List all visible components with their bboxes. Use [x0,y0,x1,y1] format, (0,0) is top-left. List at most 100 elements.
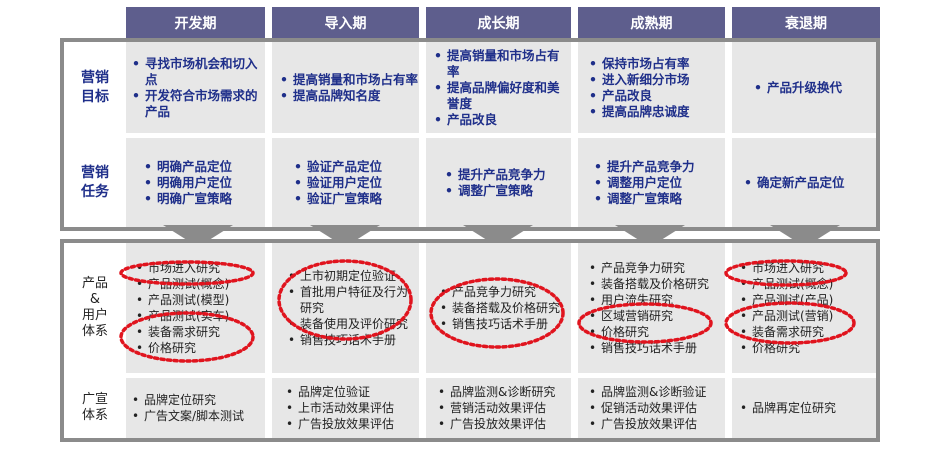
list-item: 调整用户定位 [592,175,725,191]
ad-cell-mature: 品牌监测&诊断验证 促销活动效果评估 广告投放效果评估 [587,378,723,438]
list-item: 品牌定位研究 [130,392,264,408]
row-label-marketing-task: 营销 任务 [81,164,109,200]
arrow-down-icon [615,225,685,247]
task-cell-intro: 验证产品定位 验证用户定位 验证广宣策略 [292,138,418,227]
stage-header-label: 成熟期 [630,15,673,32]
ad-cell-decline: 品牌再定位研究 [738,378,874,438]
goal-cell-dev: 寻找市场机会和切入点 开发符合市场需求的产品 [130,42,263,133]
list-item: 上市活动效果评估 [284,400,416,416]
list-item: 产品改良 [432,112,570,128]
list-item: 装备需求研究 [134,324,264,340]
list-item: 产品测试(概念) [738,276,874,292]
arrow-down-icon [310,225,380,247]
goal-cell-growth: 提高销量和市场占有率 提高品牌偏好度和美誉度 产品改良 [432,42,570,133]
list-item: 用户流失研究 [587,292,721,308]
row-label-marketing-goal: 营销 目标 [81,69,109,105]
stage-header-mature: 成熟期 [578,7,725,38]
list-item: 价格研究 [587,324,721,340]
list-item: 产品测试(营销) [738,308,874,324]
list-item: 产品改良 [587,88,725,104]
list-item: 明确用户定位 [142,175,263,191]
list-item: 装备使用及评价研究 [286,316,414,332]
list-item: 进入新细分市场 [587,72,725,88]
list-item: 调整广宣策略 [592,191,725,207]
list-item: 品牌监测&诊断验证 [587,384,723,400]
ad-cell-dev: 品牌定位研究 广告文案/脚本测试 [130,378,264,438]
stage-header-intro: 导入期 [272,7,419,38]
goal-cell-intro: 提高销量和市场占有率 提高品牌知名度 [278,42,418,133]
list-item: 首批用户特征及行为研究 [286,284,414,316]
product-cell-mature: 产品竞争力研究 装备搭载及价格研究 用户流失研究 区域营销研究 价格研究 销售技… [587,243,721,373]
list-item: 提高品牌知名度 [278,88,418,104]
list-item: 销售技巧话术手册 [587,340,721,356]
list-item: 区域营销研究 [587,308,721,324]
ad-cell-growth: 品牌监测&诊断研究 营销活动效果评估 广告投放效果评估 [436,378,568,438]
arrow-down-icon [463,225,533,247]
list-item: 明确产品定位 [142,159,263,175]
list-item: 产品竞争力研究 [587,260,721,276]
flow-arrows [163,225,840,247]
list-item: 装备搭载及价格研究 [438,300,566,316]
list-item: 验证产品定位 [292,159,418,175]
list-item: 品牌监测&诊断研究 [436,384,568,400]
stage-header-dev: 开发期 [126,7,265,38]
list-item: 产品升级换代 [752,80,876,96]
list-item: 产品测试(模型) [134,292,264,308]
list-item: 销售技巧话术手册 [286,332,414,348]
arrow-down-icon [770,225,840,247]
list-item: 产品测试(概念) [134,276,264,292]
list-item: 验证广宣策略 [292,191,418,207]
list-item: 提高销量和市场占有率 [432,48,570,80]
list-item: 销售技巧话术手册 [438,316,566,332]
list-item: 提升产品竞争力 [443,167,570,183]
list-item: 广告投放效果评估 [284,416,416,432]
product-cell-growth: 产品竞争力研究 装备搭载及价格研究 销售技巧话术手册 [438,243,566,373]
list-item: 广告投放效果评估 [587,416,723,432]
goal-cell-mature: 保持市场占有率 进入新细分市场 产品改良 提高品牌忠诚度 [587,42,725,133]
stage-header-label: 衰退期 [785,15,827,32]
list-item: 确定新产品定位 [742,175,876,191]
list-item: 价格研究 [134,340,264,356]
list-item: 寻找市场机会和切入点 [130,56,263,88]
row-label-product-user: 产品 & 用户 体系 [81,276,108,339]
list-item: 产品测试(产品) [738,292,874,308]
stage-header-label: 开发期 [174,15,217,32]
product-cell-intro: 上市初期定位验证 首批用户特征及行为研究 装备使用及评价研究 销售技巧话术手册 [286,243,414,373]
list-item: 调整广宣策略 [443,183,570,199]
list-item: 促销活动效果评估 [587,400,723,416]
stage-header-decline: 衰退期 [732,7,880,38]
list-item: 开发符合市场需求的产品 [130,88,263,120]
arrow-down-icon [163,225,233,247]
row-label-advertising: 广宣 体系 [81,392,108,423]
list-item: 保持市场占有率 [587,56,725,72]
list-item: 市场进入研究 [134,260,264,276]
list-item: 明确广宣策略 [142,191,263,207]
task-cell-decline: 确定新产品定位 [742,138,876,227]
list-item: 市场进入研究 [738,260,874,276]
list-item: 装备搭载及价格研究 [587,276,721,292]
list-item: 广告文案/脚本测试 [130,408,264,424]
task-cell-mature: 提升产品竞争力 调整用户定位 调整广宣策略 [592,138,725,227]
list-item: 产品竞争力研究 [438,284,566,300]
list-item: 营销活动效果评估 [436,400,568,416]
list-item: 提高品牌偏好度和美誉度 [432,80,570,112]
stage-header-label: 导入期 [324,15,367,32]
list-item: 价格研究 [738,340,874,356]
task-cell-growth: 提升产品竞争力 调整广宣策略 [443,138,570,227]
list-item: 装备需求研究 [738,324,874,340]
list-item: 验证用户定位 [292,175,418,191]
list-item: 提高品牌忠诚度 [587,104,725,120]
list-item: 提高销量和市场占有率 [278,72,418,88]
list-item: 品牌定位验证 [284,384,416,400]
product-cell-decline: 市场进入研究 产品测试(概念) 产品测试(产品) 产品测试(营销) 装备需求研究… [738,243,874,373]
list-item: 上市初期定位验证 [286,268,414,284]
product-cell-dev: 市场进入研究 产品测试(概念) 产品测试(模型) 产品测试(实车) 装备需求研究… [134,243,264,373]
list-item: 广告投放效果评估 [436,416,568,432]
list-item: 提升产品竞争力 [592,159,725,175]
list-item: 品牌再定位研究 [738,400,874,416]
stage-header-label: 成长期 [477,15,520,32]
stage-header-growth: 成长期 [426,7,571,38]
goal-cell-decline: 产品升级换代 [752,42,876,133]
ad-cell-intro: 品牌定位验证 上市活动效果评估 广告投放效果评估 [284,378,416,438]
list-item: 产品测试(实车) [134,308,264,324]
